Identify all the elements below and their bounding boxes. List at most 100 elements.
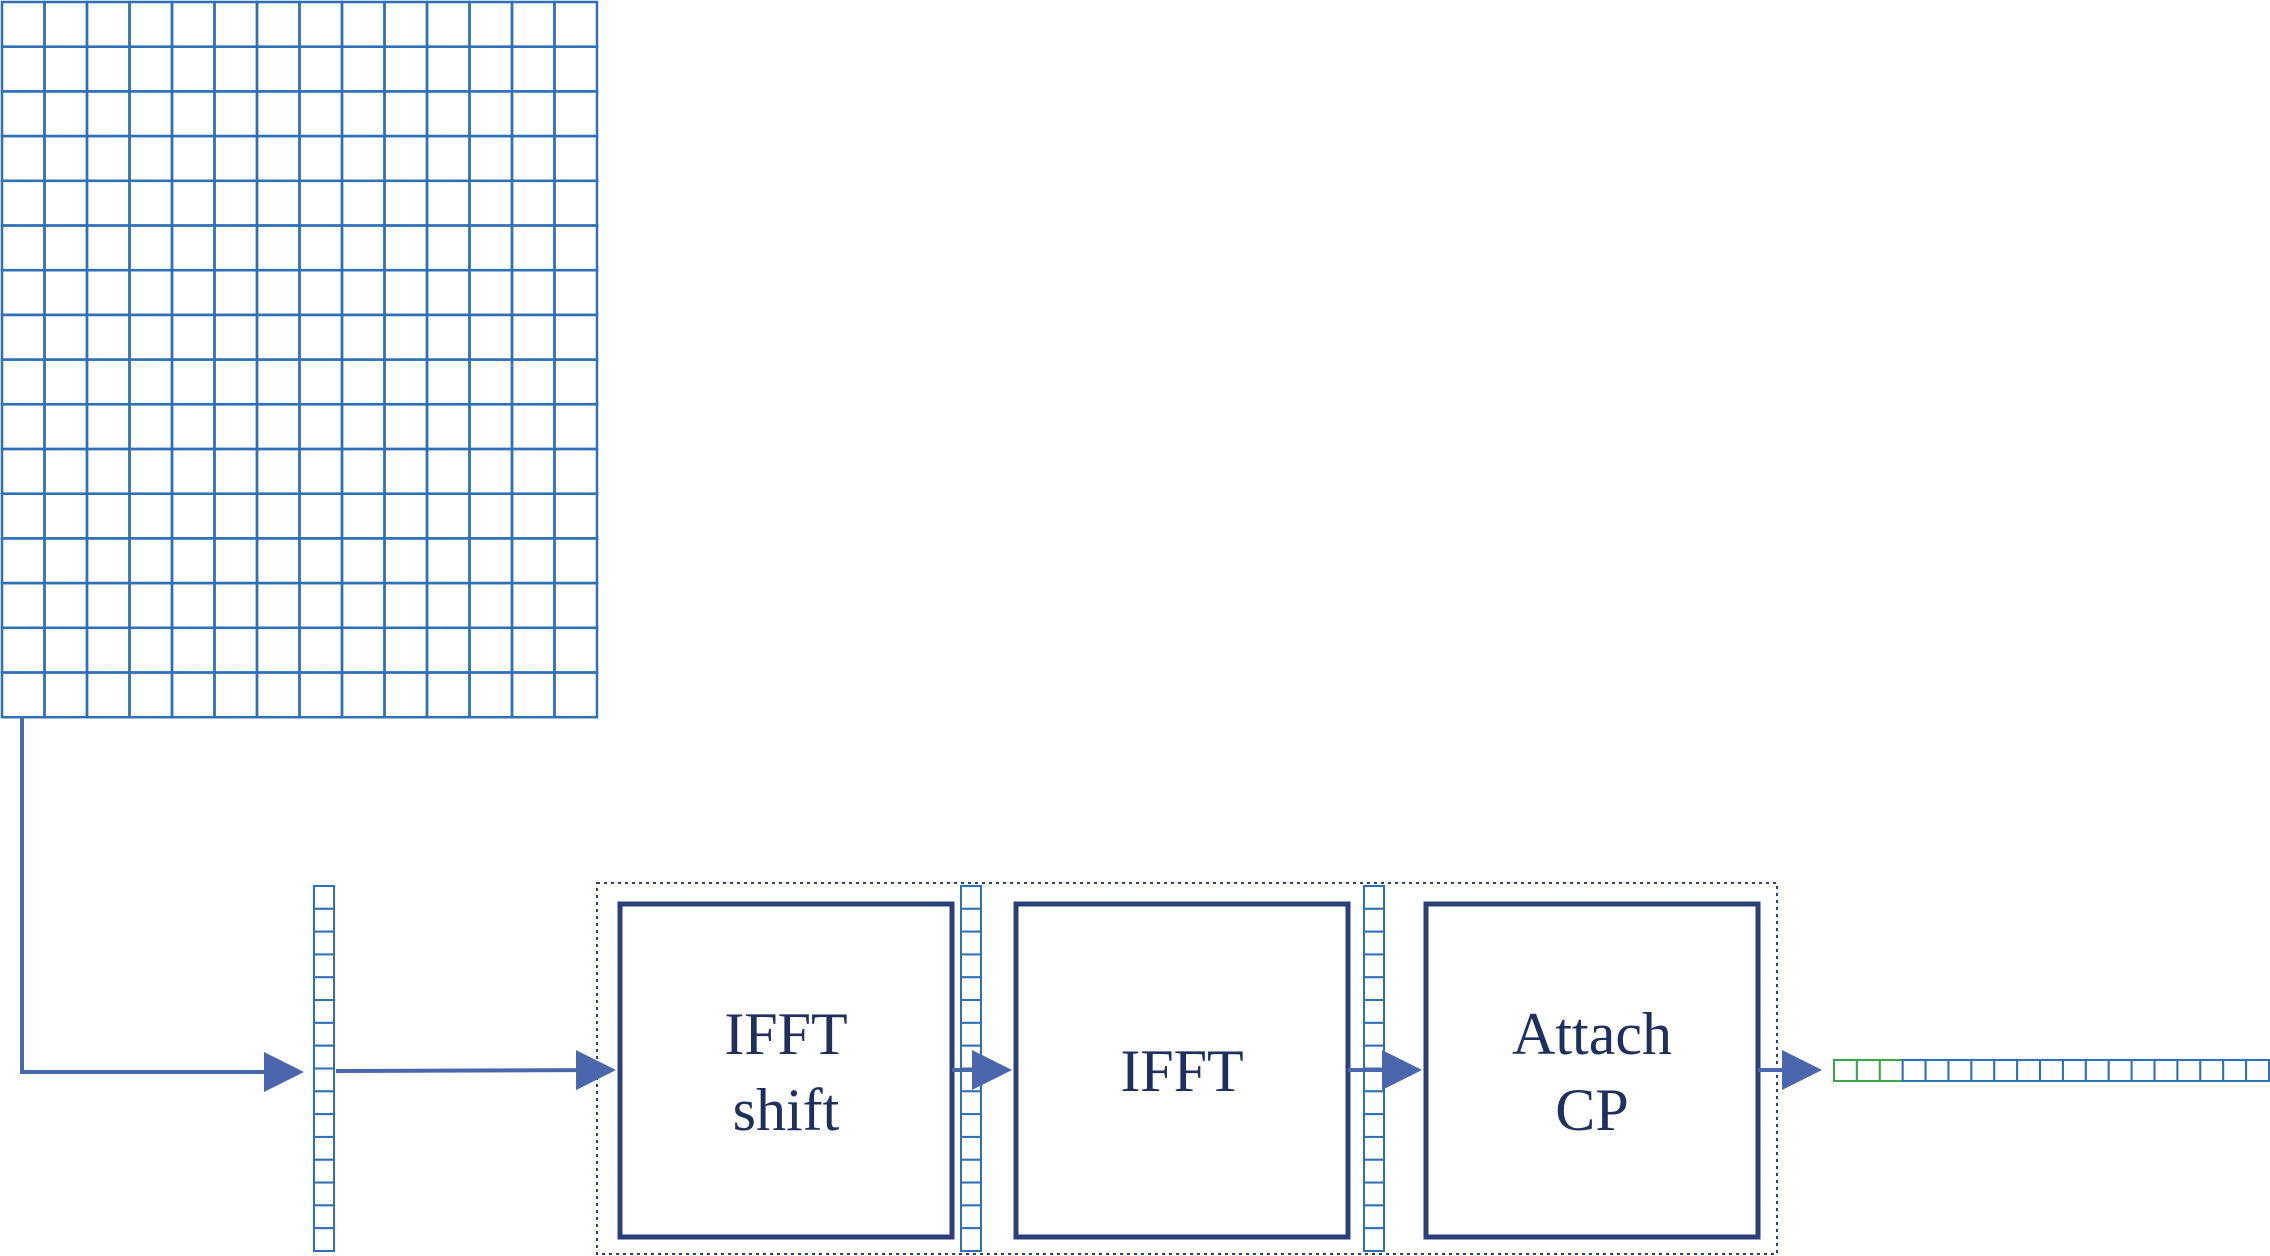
symbol-cell	[1993, 1059, 2019, 1082]
symbol-cell	[2016, 1059, 2042, 1082]
vector-cell	[960, 953, 982, 979]
grid-cell	[43, 358, 89, 406]
grid-cell	[553, 671, 599, 719]
grid-cell	[340, 403, 386, 451]
grid-cell	[170, 224, 216, 272]
grid-cell	[383, 224, 429, 272]
grid-cell	[468, 537, 514, 585]
grid-cell	[468, 179, 514, 227]
grid-cell	[298, 224, 344, 272]
symbol-cell	[2222, 1059, 2248, 1082]
grid-cell	[298, 537, 344, 585]
grid-cell	[255, 313, 301, 361]
grid-cell	[468, 447, 514, 495]
grid-cell	[170, 671, 216, 719]
grid-cell	[298, 581, 344, 630]
vector-cell	[313, 1158, 335, 1184]
grid-cell	[43, 671, 89, 719]
grid-cell	[425, 492, 471, 540]
ifft-shift-label-line2: shift	[733, 1077, 840, 1143]
grid-cell	[383, 581, 429, 630]
grid-cell	[468, 134, 514, 183]
symbol-cell	[1901, 1059, 1927, 1082]
column-vector-time-domain	[1363, 885, 1385, 1252]
grid-cell	[128, 313, 174, 361]
grid-cell	[510, 45, 556, 93]
vector-cell	[960, 1090, 982, 1116]
grid-cell	[510, 358, 556, 406]
grid-cell	[255, 492, 301, 540]
grid-cell	[425, 581, 471, 630]
grid-cell	[255, 358, 301, 406]
grid-cell	[468, 224, 514, 272]
grid-cell	[298, 492, 344, 540]
grid-cell	[0, 358, 46, 406]
grid-cell	[468, 626, 514, 674]
symbol-cell	[2107, 1059, 2133, 1082]
grid-cell	[425, 403, 471, 451]
grid-cell	[128, 90, 174, 138]
grid-cell	[43, 0, 89, 48]
grid-cell	[0, 134, 46, 183]
grid-cell	[170, 134, 216, 183]
grid-cell	[340, 45, 386, 93]
grid-cell	[85, 403, 131, 451]
grid-cell	[468, 671, 514, 719]
grid-cell	[170, 403, 216, 451]
grid-cell	[85, 179, 131, 227]
vector-cell	[1363, 930, 1385, 956]
grid-cell	[425, 0, 471, 48]
grid-cell	[553, 403, 599, 451]
grid-cell	[510, 134, 556, 183]
grid-cell	[468, 90, 514, 138]
grid-cell	[298, 671, 344, 719]
grid-cell	[510, 0, 556, 48]
output-sequence	[1833, 1059, 2270, 1082]
grid-cell	[43, 626, 89, 674]
grid-cell	[213, 671, 259, 719]
vector-cell	[313, 1021, 335, 1047]
grid-cell	[553, 358, 599, 406]
grid-cell	[85, 0, 131, 48]
grid-cell	[255, 134, 301, 183]
grid-cell	[170, 90, 216, 138]
grid-cell	[128, 268, 174, 317]
grid-cell	[213, 0, 259, 48]
grid-cell	[425, 268, 471, 317]
grid-cell	[340, 0, 386, 48]
ifft-shift-block	[617, 901, 955, 1240]
grid-cell	[340, 90, 386, 138]
grid-cell	[340, 581, 386, 630]
symbol-cell	[2061, 1059, 2087, 1082]
grid-cell	[383, 268, 429, 317]
grid-cell	[425, 626, 471, 674]
grid-cell	[510, 224, 556, 272]
grid-cell	[213, 358, 259, 406]
grid-cell	[0, 268, 46, 317]
grid-cell	[383, 134, 429, 183]
grid-cell	[383, 671, 429, 719]
grid-cell	[85, 134, 131, 183]
vector-cell	[313, 885, 335, 910]
grid-cell	[383, 537, 429, 585]
vector-cell	[1363, 907, 1385, 933]
grid-cell	[298, 45, 344, 93]
vector-cell	[313, 1204, 335, 1230]
grid-cell	[425, 671, 471, 719]
grid-cell	[0, 0, 46, 48]
grid-cell	[213, 581, 259, 630]
symbol-cell	[2084, 1059, 2110, 1082]
vector-cell	[313, 1181, 335, 1207]
grid-cell	[383, 403, 429, 451]
grid-cell	[383, 358, 429, 406]
grid-cell	[128, 492, 174, 540]
grid-cell	[170, 447, 216, 495]
grid-cell	[340, 492, 386, 540]
vector-cell	[960, 976, 982, 1002]
grid-cell	[340, 224, 386, 272]
grid-cell	[43, 313, 89, 361]
symbol-cell	[2199, 1059, 2225, 1082]
grid-cell	[0, 447, 46, 495]
grid-cell	[0, 403, 46, 451]
